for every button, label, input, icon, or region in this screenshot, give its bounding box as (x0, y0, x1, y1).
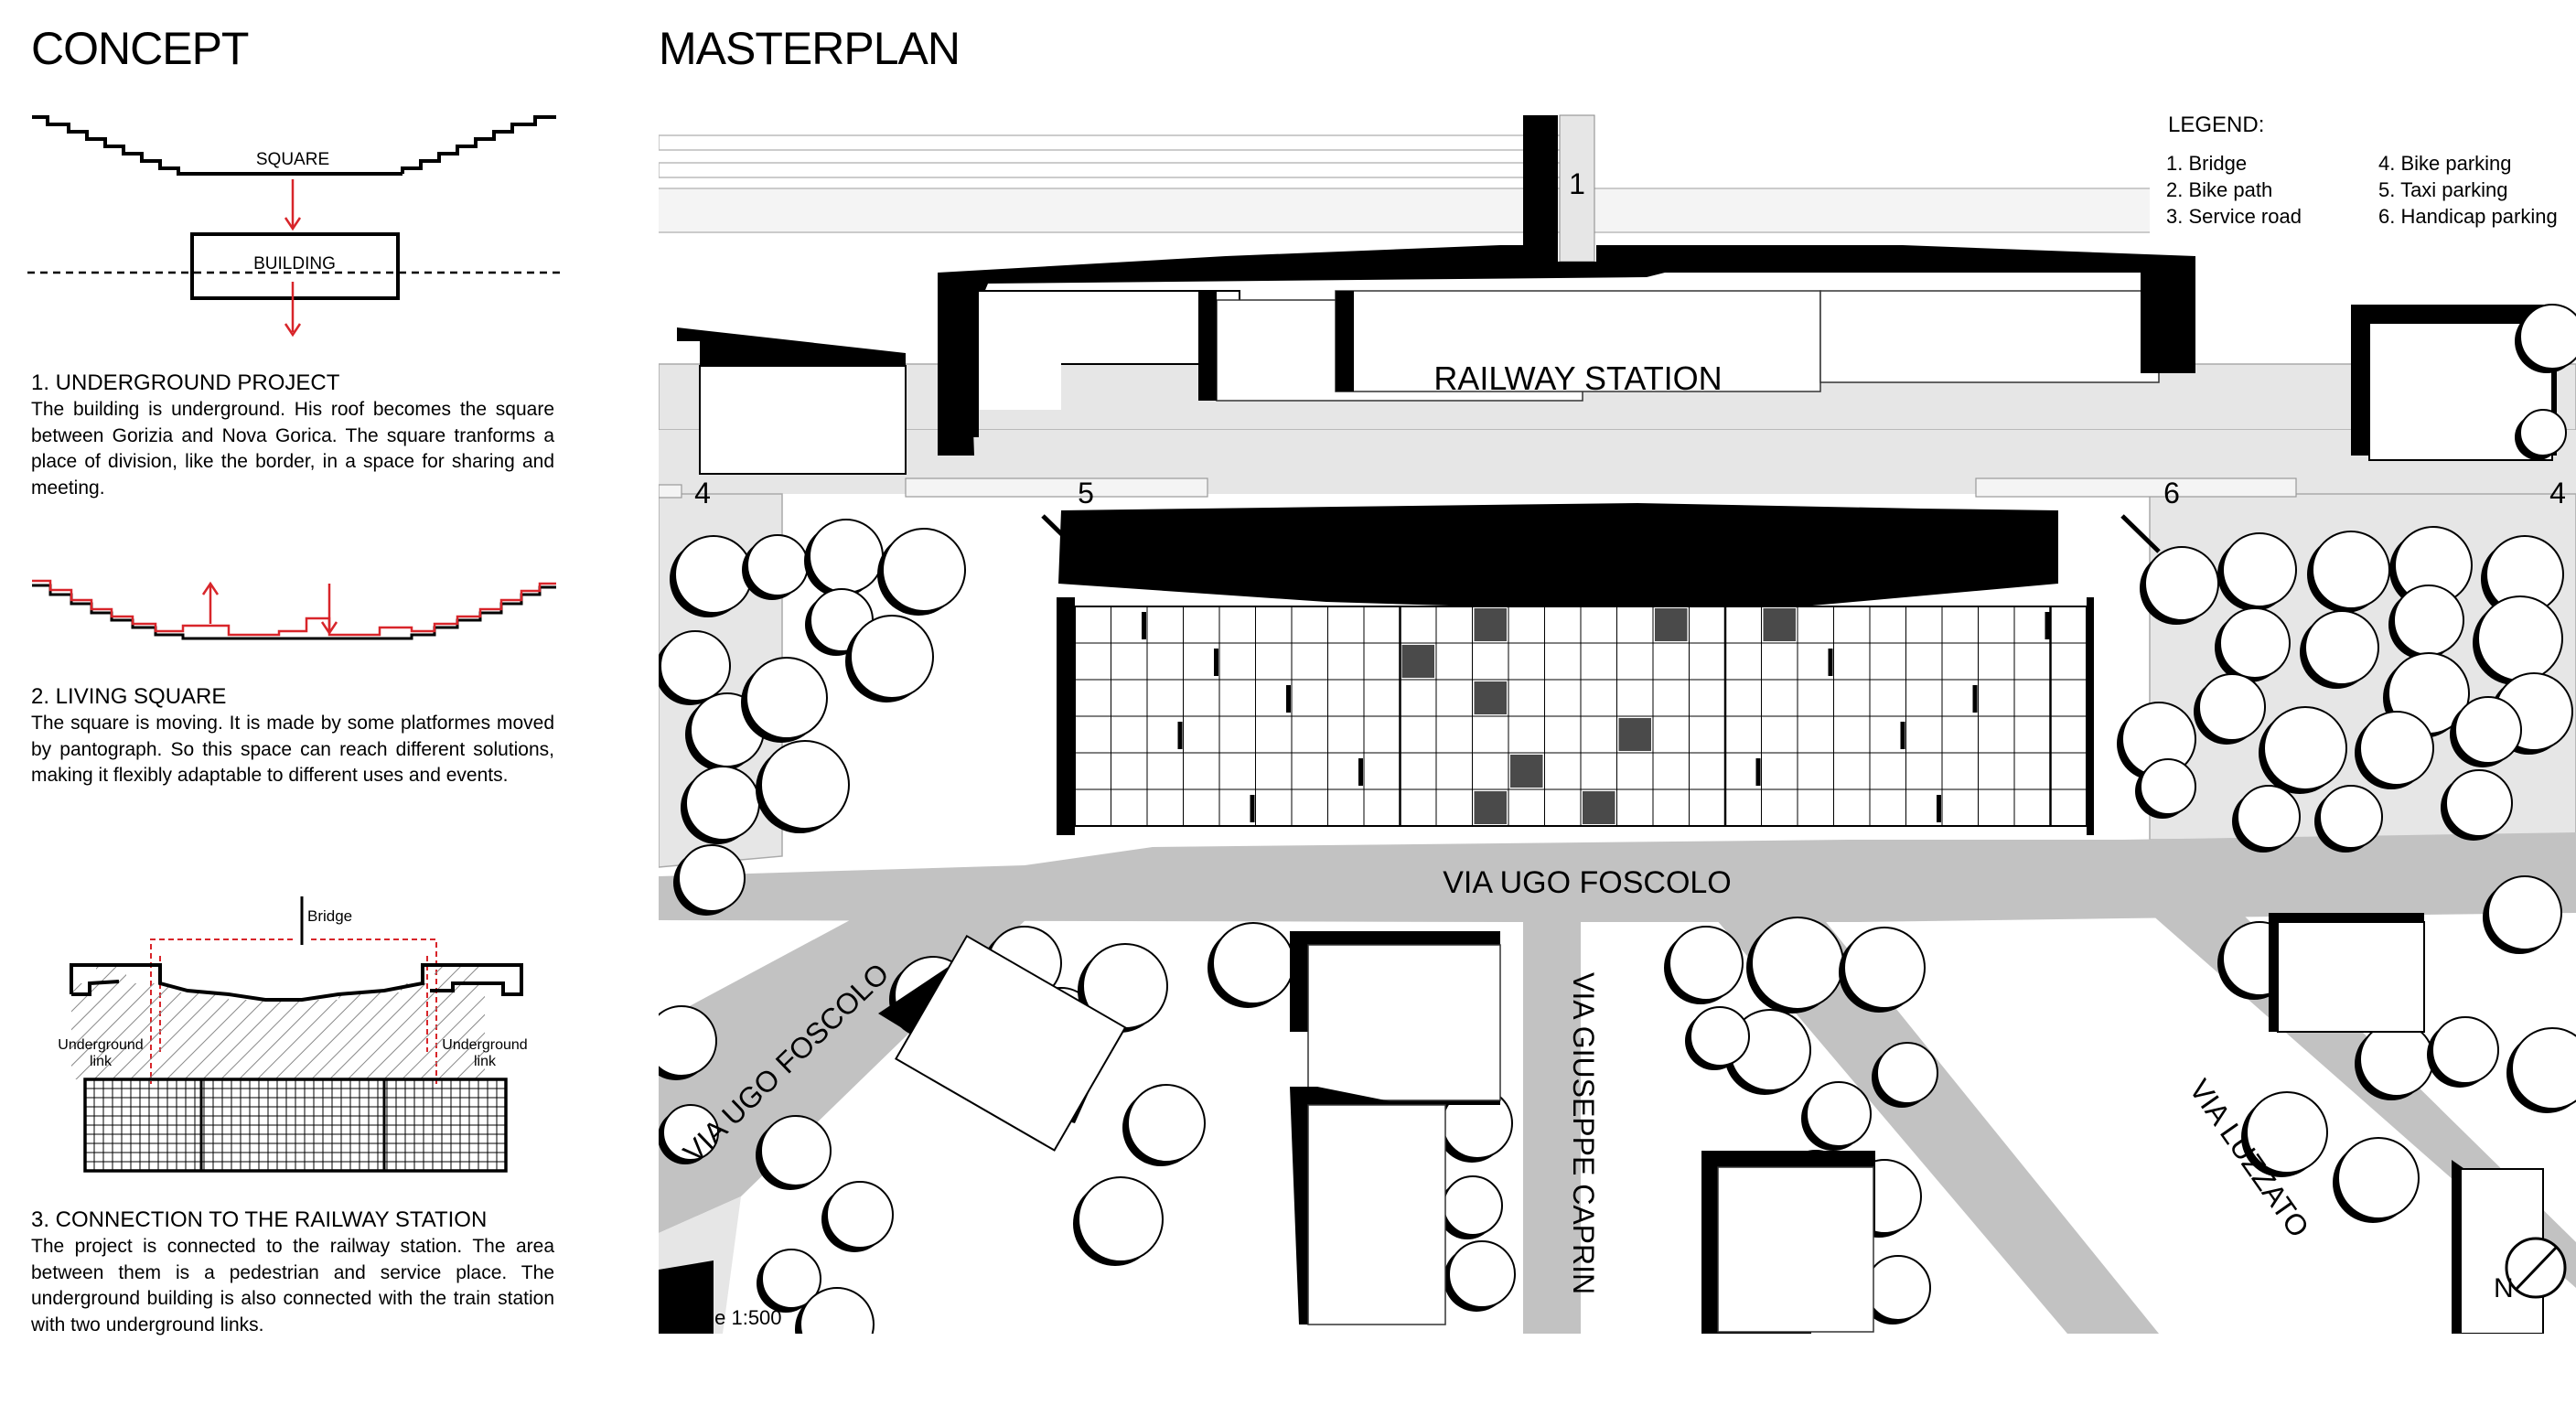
legend-item-handicap-parking: 6. Handicap parking (2378, 205, 2558, 228)
railway-station-label: RAILWAY STATION (1433, 359, 1722, 397)
masterplan-drawing: RAILWAY STATION 1 2 3 4 4 5 6 LEGEND: 1.… (659, 108, 2576, 1334)
bridge-label: Bridge (307, 907, 352, 925)
section-title-living-square: 2. LIVING SQUARE (31, 684, 227, 709)
concept-diagram-underground: SQUARE BUILDING (27, 115, 563, 338)
marker-bridge: 1 (1569, 167, 1585, 200)
marker-service-road: 3 (1776, 539, 1792, 572)
marker-handicap-parking: 6 (2163, 477, 2180, 509)
marker-taxi-parking: 5 (1078, 477, 1094, 509)
legend-item-taxi-parking: 5. Taxi parking (2378, 178, 2507, 201)
legend-item-bike-parking: 4. Bike parking (2378, 152, 2512, 175)
concept-diagram-living-square (32, 579, 556, 640)
legend-item-bike-path: 2. Bike path (2166, 178, 2272, 201)
marker-bike-path: 2 (1541, 511, 1558, 544)
square-label: SQUARE (256, 150, 329, 169)
masterplan-heading: MASTERPLAN (659, 23, 961, 74)
concept-heading: CONCEPT (31, 23, 249, 74)
marker-bike-parking-right: 4 (2549, 477, 2566, 509)
section-title-underground: 1. UNDERGROUND PROJECT (31, 370, 340, 395)
street-via-giuseppe-caprin: VIA GIUSEPPE CAPRIN (1567, 972, 1600, 1294)
street-via-ugo-foscolo: VIA UGO FOSCOLO (1443, 865, 1732, 900)
legend-item-bridge: 1. Bridge (2166, 152, 2247, 175)
lower-buildings (659, 913, 2544, 1334)
legend-item-service-road: 3. Service road (2166, 205, 2302, 228)
building-label: BUILDING (253, 254, 336, 273)
section-title-connection: 3. CONNECTION TO THE RAILWAY STATION (31, 1207, 488, 1232)
section-body-connection: The project is connected to the railway … (31, 1236, 554, 1335)
scale-label: scale 1:500 (679, 1306, 782, 1329)
north-arrow-icon: N (2494, 1237, 2567, 1303)
north-label: N (2494, 1273, 2514, 1303)
section-body-underground: The building is underground. His roof be… (31, 399, 554, 499)
underground-building-grid (84, 1078, 507, 1172)
legend-title: LEGEND: (2168, 113, 2264, 137)
legend: LEGEND: 1. Bridge 2. Bike path 3. Servic… (2150, 108, 2576, 245)
living-square-grid (1057, 597, 2094, 835)
section-body-living-square: The square is moving. It is made by some… (31, 713, 554, 786)
railway-station-building (938, 114, 2195, 456)
marker-bike-parking-left: 4 (694, 477, 711, 509)
